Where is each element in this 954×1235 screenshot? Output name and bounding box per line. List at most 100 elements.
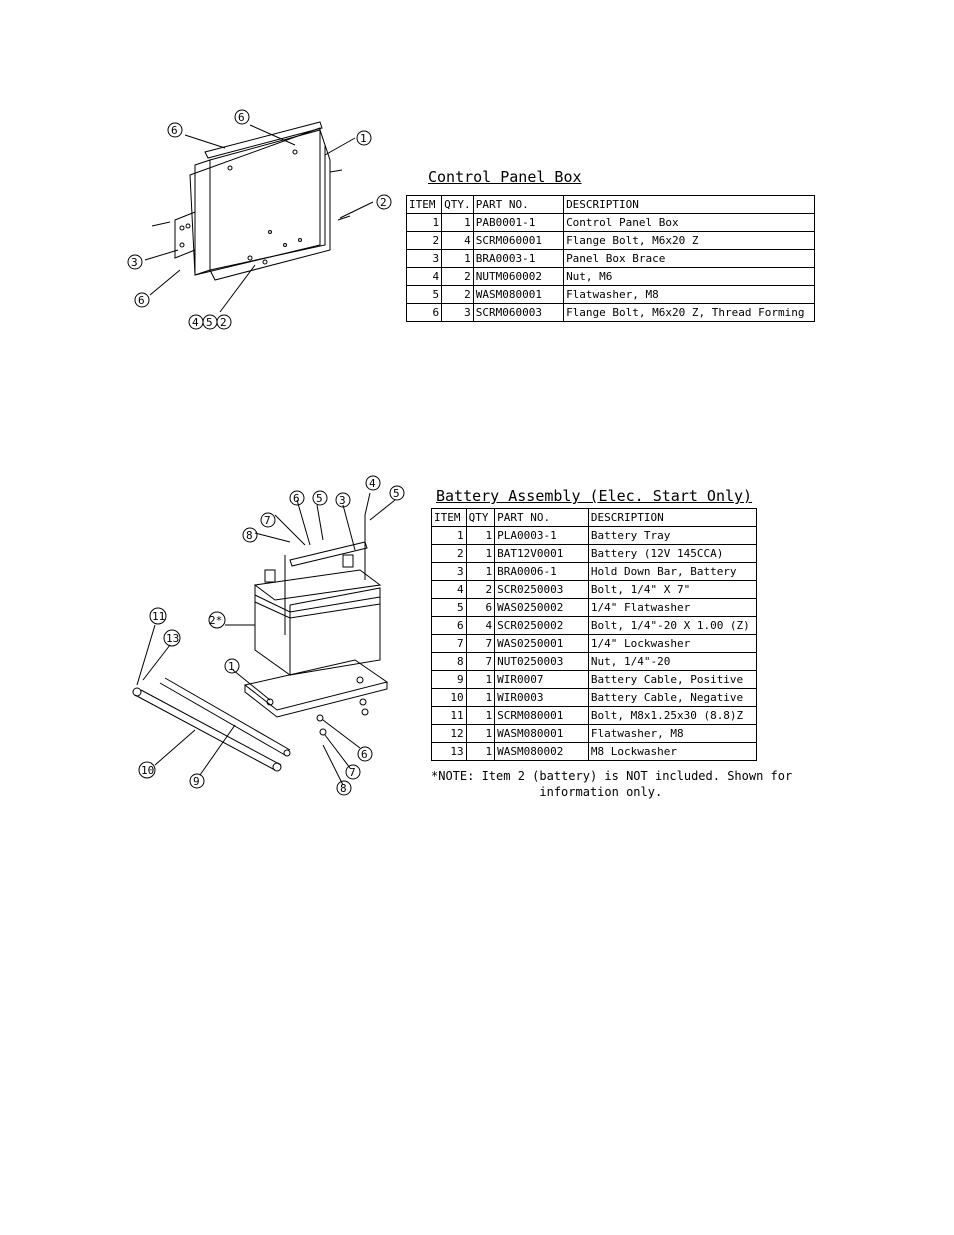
part-number-cell: PLA0003-1 <box>494 526 589 545</box>
callout-5: 5 <box>206 316 213 329</box>
item-cell: 4 <box>431 580 467 599</box>
part-number-cell: SCRM060001 <box>472 231 565 250</box>
qty-cell: 1 <box>441 213 474 232</box>
part-number-cell: SCRM080001 <box>494 706 589 725</box>
callout-10: 10 <box>141 764 154 777</box>
callout-6b: 6 <box>361 748 368 761</box>
callout-8a: 8 <box>246 529 253 542</box>
qty-cell: 2 <box>441 267 474 286</box>
description-cell: Bolt, 1/4" X 7" <box>587 580 758 599</box>
qty-cell: 4 <box>441 231 474 250</box>
item-cell: 5 <box>405 285 443 304</box>
callout-8b: 8 <box>340 782 347 795</box>
qty-cell: 1 <box>465 724 496 743</box>
description-cell: Flange Bolt, M6x20 Z <box>563 231 815 250</box>
control-panel-box-title: Control Panel Box <box>428 168 582 186</box>
callout-7b: 7 <box>349 766 356 779</box>
description-cell: Battery Cable, Positive <box>587 670 758 689</box>
part-number-cell: WASM080002 <box>494 742 589 761</box>
qty-cell: 1 <box>465 562 496 581</box>
part-number-cell: WIR0007 <box>494 670 589 689</box>
description-cell: 1/4" Flatwasher <box>587 598 758 617</box>
part-number-cell: NUT0250003 <box>494 652 589 671</box>
description-cell: Flange Bolt, M6x20 Z, Thread Forming <box>563 303 815 322</box>
header-description: DESCRIPTION <box>563 195 815 214</box>
description-cell: Hold Down Bar, Battery <box>587 562 758 581</box>
qty-cell: 7 <box>465 634 496 653</box>
part-number-cell: NUTM060002 <box>472 267 565 286</box>
description-cell: Flatwasher, M8 <box>563 285 815 304</box>
part-number-cell: SCRM060003 <box>472 303 565 322</box>
table-header-row: ITEM QTY PART NO. DESCRIPTION <box>431 508 758 527</box>
callout-4: 4 <box>369 477 376 490</box>
callout-6a: 6 <box>171 124 178 137</box>
callout-1: 1 <box>228 660 235 673</box>
item-cell: 7 <box>431 634 467 653</box>
description-cell: Battery (12V 145CCA) <box>587 544 758 563</box>
qty-cell: 1 <box>465 544 496 563</box>
description-cell: 1/4" Lockwasher <box>587 634 758 653</box>
callout-13: 13 <box>166 632 179 645</box>
header-description: DESCRIPTION <box>587 508 758 527</box>
description-cell: Panel Box Brace <box>563 249 815 268</box>
part-number-cell: WASM080001 <box>472 285 565 304</box>
item-cell: 6 <box>431 616 467 635</box>
qty-cell: 4 <box>465 616 496 635</box>
control-panel-box-drawing: 6 6 1 2 3 6 4 5 2 <box>127 109 392 330</box>
qty-cell: 2 <box>441 285 474 304</box>
part-number-cell: SCR0250003 <box>494 580 589 599</box>
battery-assembly-title: Battery Assembly (Elec. Start Only) <box>436 487 753 505</box>
callout-6b: 6 <box>238 111 245 124</box>
callout-5b: 5 <box>316 492 323 505</box>
header-part-no: PART NO. <box>472 195 565 214</box>
callout-3: 3 <box>339 494 346 507</box>
callout-balloons: 6 6 1 2 3 6 4 5 2 <box>127 109 392 330</box>
qty-cell: 3 <box>441 303 474 322</box>
header-qty: QTY <box>465 508 496 527</box>
item-cell: 1 <box>405 213 443 232</box>
qty-cell: 7 <box>465 652 496 671</box>
callout-1: 1 <box>360 132 367 145</box>
description-cell: Battery Cable, Negative <box>587 688 758 707</box>
callout-4: 4 <box>192 316 199 329</box>
battery-note: *NOTE: Item 2 (battery) is NOT included.… <box>431 769 793 799</box>
header-item: ITEM <box>405 195 443 214</box>
callout-9: 9 <box>193 775 200 788</box>
qty-cell: 1 <box>465 670 496 689</box>
description-cell: Bolt, 1/4"-20 X 1.00 (Z) <box>587 616 758 635</box>
table-header-row: ITEM QTY. PART NO. DESCRIPTION <box>405 195 815 214</box>
description-cell: Control Panel Box <box>563 213 815 232</box>
part-number-cell: WASM080001 <box>494 724 589 743</box>
battery-assembly-drawing: 4 5 6 5 3 7 8 11 13 2* 1 6 7 8 10 9 <box>132 475 405 796</box>
callout-6a: 6 <box>293 492 300 505</box>
callout-5a: 5 <box>393 487 400 500</box>
description-cell: Battery Tray <box>587 526 758 545</box>
callout-2b: 2 <box>220 316 227 329</box>
part-number-cell: SCR0250002 <box>494 616 589 635</box>
description-cell: Bolt, M8x1.25x30 (8.8)Z <box>587 706 758 725</box>
part-number-cell: PAB0001-1 <box>472 213 565 232</box>
item-cell: 10 <box>431 688 467 707</box>
qty-cell: 1 <box>441 249 474 268</box>
item-cell: 11 <box>431 706 467 725</box>
header-item: ITEM <box>431 508 467 527</box>
part-number-cell: BRA0006-1 <box>494 562 589 581</box>
part-number-cell: WAS0250001 <box>494 634 589 653</box>
description-cell: Nut, M6 <box>563 267 815 286</box>
